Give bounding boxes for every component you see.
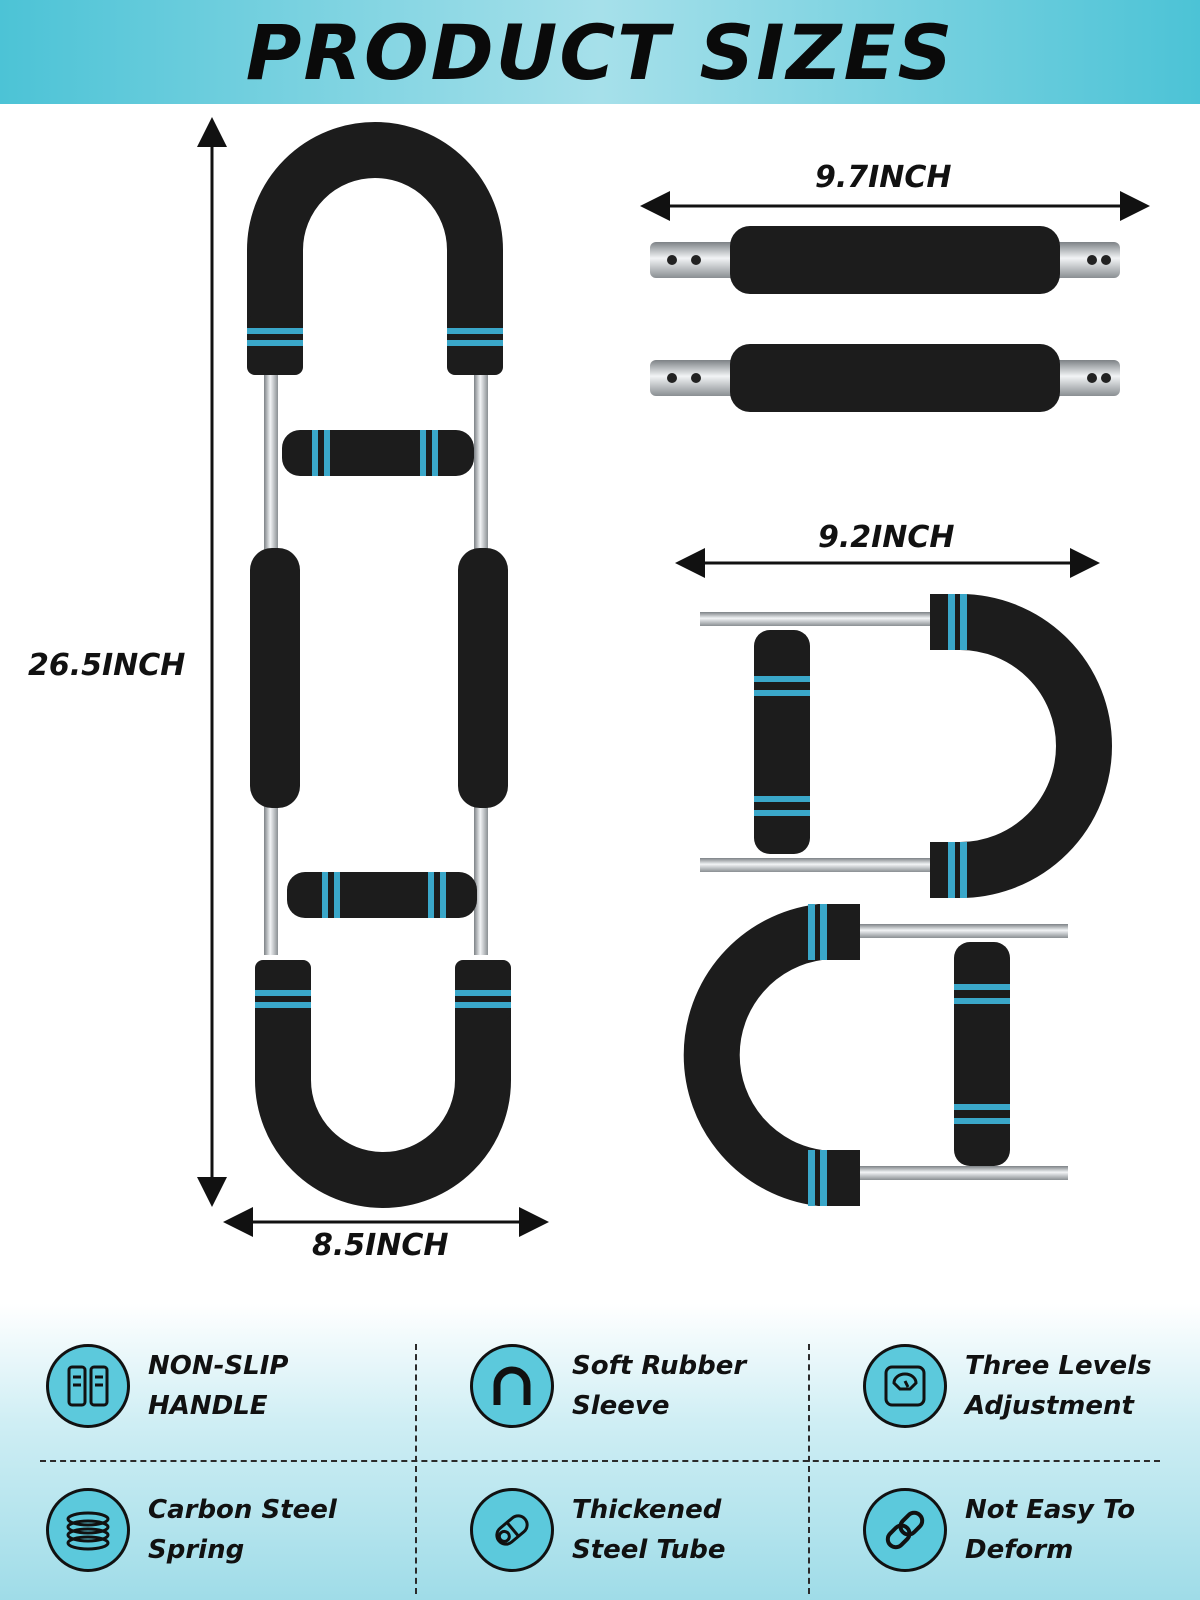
u-shape-icon xyxy=(470,1344,554,1428)
top-u-foam xyxy=(247,122,503,340)
features-divider-vertical xyxy=(415,1344,417,1594)
features-divider-vertical xyxy=(808,1344,810,1594)
handle-length-label: 9.2INCH xyxy=(818,520,955,555)
feature-label: Carbon Steel xyxy=(148,1495,337,1525)
scale-icon xyxy=(863,1344,947,1428)
title-banner: PRODUCT SIZES xyxy=(0,0,1200,104)
feature-label: Deform xyxy=(965,1535,1074,1565)
feature-label: Three Levels xyxy=(965,1351,1152,1381)
feature-label: Not Easy To xyxy=(965,1495,1136,1525)
bar-lower xyxy=(650,344,1120,412)
bar-upper xyxy=(650,226,1120,294)
feature-label: Spring xyxy=(148,1535,245,1565)
feature-label: Sleeve xyxy=(572,1391,670,1421)
product-illustration xyxy=(197,117,1150,1237)
feature-not-easy-to-deform: Not Easy To Deform xyxy=(863,1480,1200,1580)
pushup-handle-upper xyxy=(700,594,1112,898)
spring-coil-icon xyxy=(46,1488,130,1572)
grip-handle-icon xyxy=(46,1344,130,1428)
features-divider-horizontal xyxy=(40,1460,1160,1462)
chain-link-icon xyxy=(863,1488,947,1572)
feature-non-slip-handle: NON-SLIP HANDLE xyxy=(46,1336,406,1436)
bar-length-label: 9.7INCH xyxy=(815,160,952,195)
bottom-u-foam xyxy=(255,1000,511,1208)
feature-label: NON-SLIP xyxy=(148,1351,289,1381)
height-label: 26.5INCH xyxy=(28,648,186,683)
width-label: 8.5INCH xyxy=(312,1228,449,1263)
feature-label: Steel Tube xyxy=(572,1535,726,1565)
feature-label: Soft Rubber xyxy=(572,1351,747,1381)
page-title: PRODUCT SIZES xyxy=(245,7,955,97)
feature-label: Adjustment xyxy=(965,1391,1134,1421)
tube-icon xyxy=(470,1488,554,1572)
pushup-handle-lower xyxy=(683,904,1068,1206)
feature-label: HANDLE xyxy=(148,1391,268,1421)
feature-label: Thickened xyxy=(572,1495,722,1525)
